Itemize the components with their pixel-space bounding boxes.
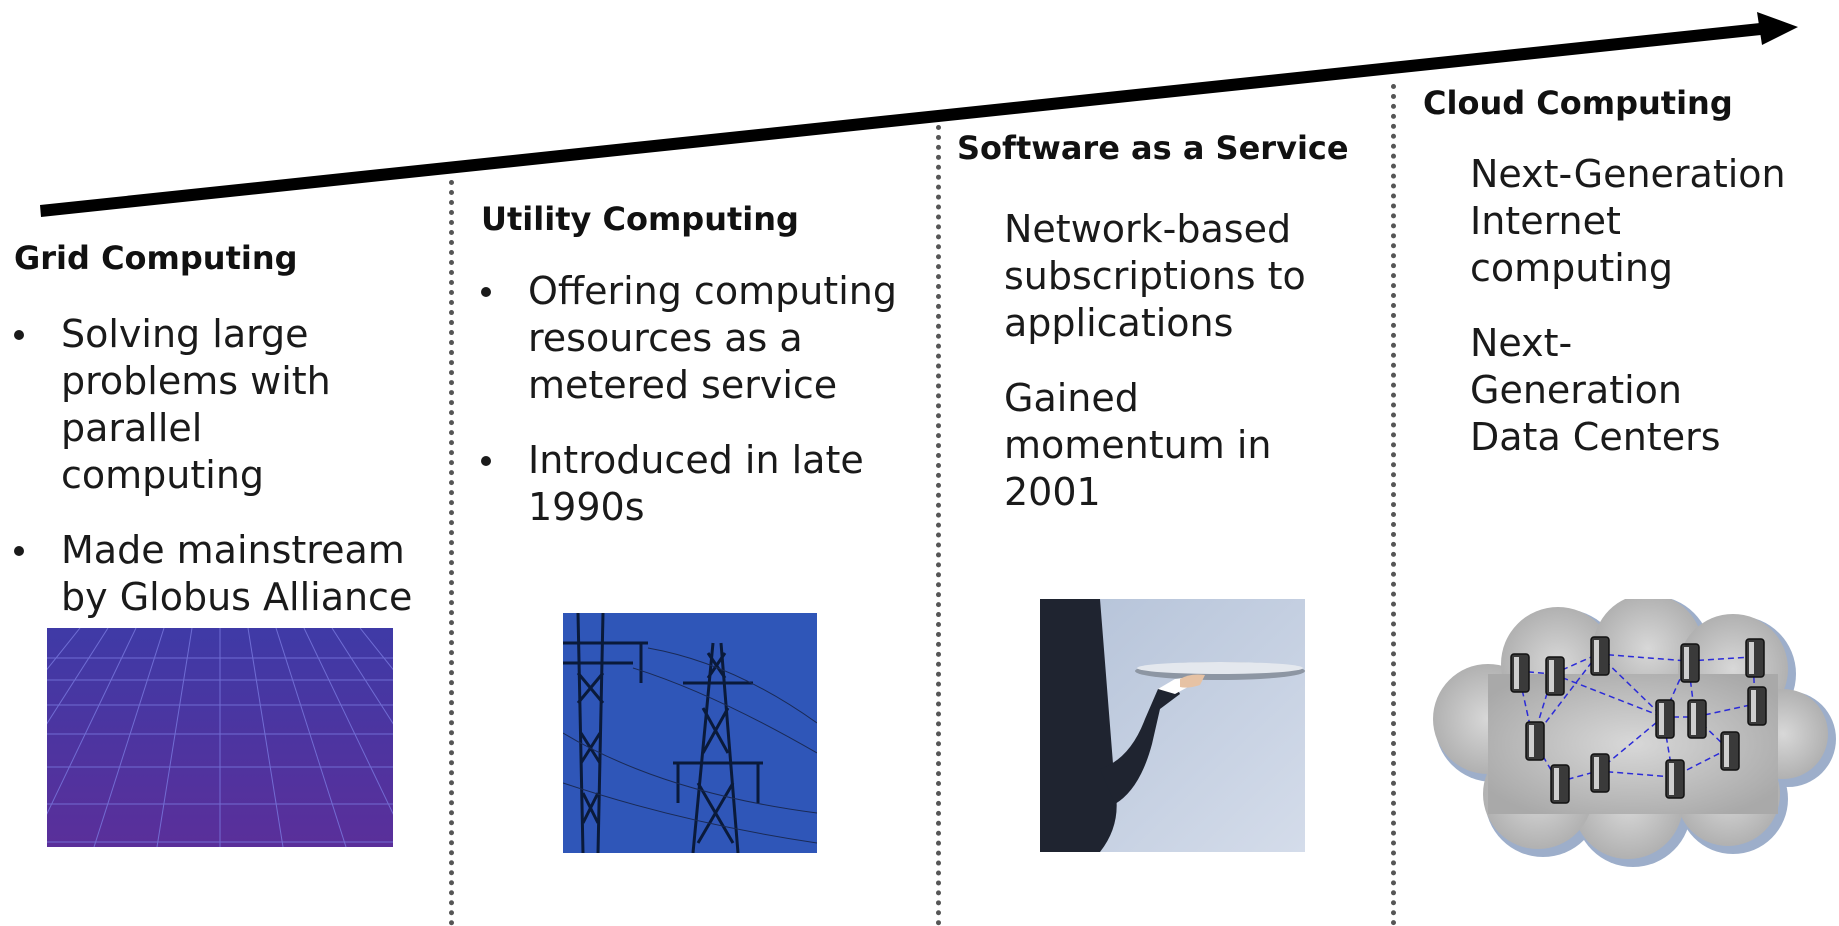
list-item: Offering computing resources as a metere… — [481, 268, 921, 409]
saas-heading: Software as a Service — [957, 129, 1349, 167]
cloud-paragraph-2: Next-Generation Data Centers — [1470, 321, 1721, 459]
divider-1 — [449, 180, 454, 926]
cloud-paragraph-1: Next-Generation Internet computing — [1470, 152, 1786, 290]
power-tower-image — [563, 613, 817, 853]
arrow-head-icon — [1757, 12, 1798, 45]
grid-icon — [47, 628, 393, 847]
utility-computing-heading: Utility Computing — [481, 200, 799, 238]
divider-2 — [936, 125, 941, 926]
saas-paragraph-2: Gained momentum in 2001 — [1004, 376, 1272, 514]
cloud-servers-icon — [1433, 599, 1836, 867]
utility-computing-bullets: Offering computing resources as a metere… — [481, 268, 921, 531]
cloud-paragraphs: Next-Generation Internet computing Next-… — [1470, 151, 1830, 461]
bullet-icon — [481, 287, 491, 297]
cloud-computing-heading: Cloud Computing — [1423, 84, 1733, 122]
cloud-servers-image — [1433, 599, 1838, 869]
grid-image — [47, 628, 393, 847]
list-item: Introduced in late 1990s — [481, 437, 921, 531]
list-item: Solving large problems with parallel com… — [14, 311, 444, 499]
waiter-tray-image — [1040, 599, 1305, 852]
saas-paragraph-1: Network-based subscriptions to applicati… — [1004, 207, 1306, 345]
bullet-icon — [481, 456, 491, 466]
list-item: Made mainstream by Globus Alliance — [14, 527, 444, 621]
arrow-shaft — [40, 23, 1761, 217]
power-tower-icon — [563, 613, 817, 853]
waiter-tray-icon — [1040, 599, 1305, 852]
grid-computing-heading: Grid Computing — [14, 239, 298, 277]
bullet-icon — [14, 330, 24, 340]
grid-computing-bullets: Solving large problems with parallel com… — [14, 311, 444, 621]
saas-paragraphs: Network-based subscriptions to applicati… — [1004, 206, 1374, 516]
divider-3 — [1391, 84, 1396, 926]
bullet-icon — [14, 546, 24, 556]
